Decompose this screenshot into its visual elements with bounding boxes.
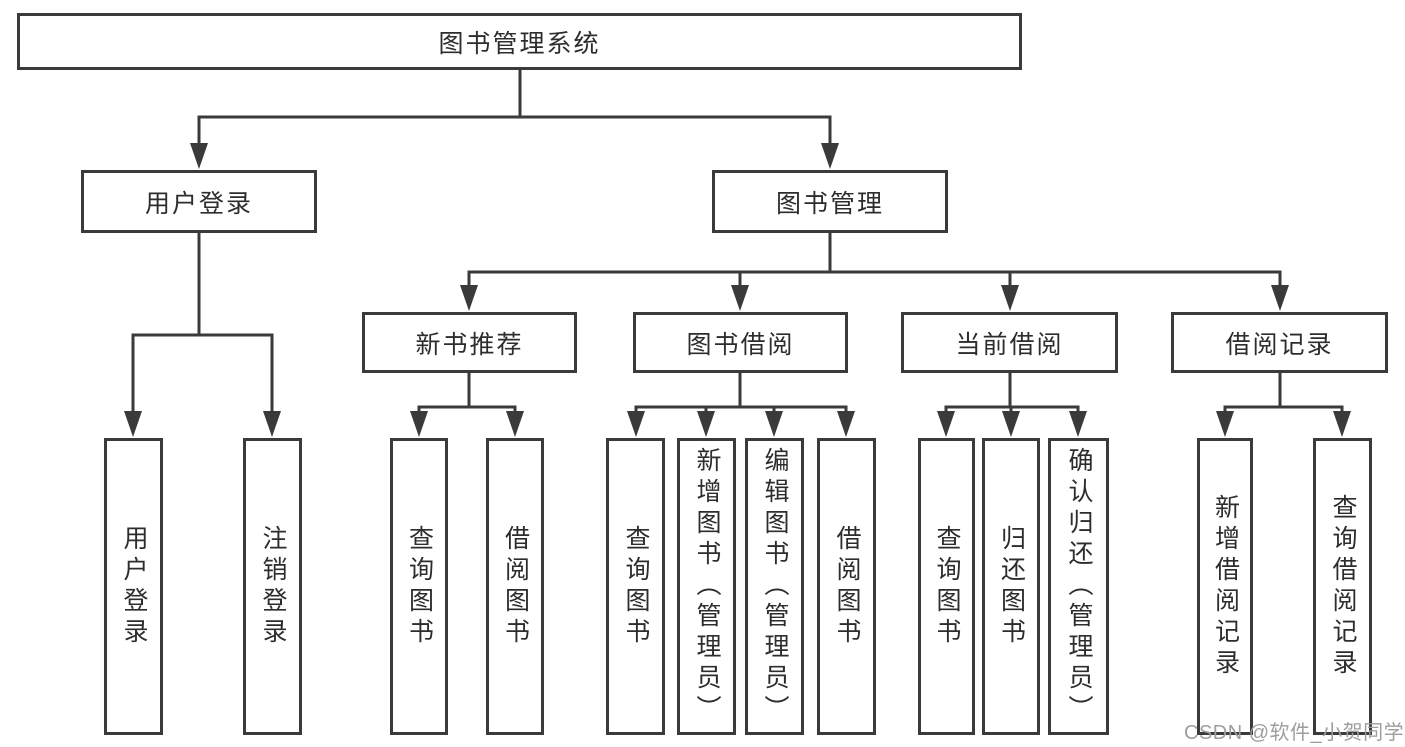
leaf-add-books-admin: 新增图书（管理员） [677,438,736,735]
node-label: 查询图书 [405,524,434,649]
node-label: 注销登录 [259,524,287,649]
leaf-edit-books-admin: 编辑图书（管理员） [745,438,804,735]
leaf-borrow-books: 借阅图书 [817,438,876,735]
leaf-borrow-books-recommend: 借阅图书 [486,438,544,735]
node-label: 借阅图书 [501,524,530,649]
node-root-library-system: 图书管理系统 [17,13,1022,70]
node-label: 查询借阅记录 [1329,493,1357,680]
node-user-login: 用户登录 [81,170,317,233]
node-label: 确认归还（管理员） [1065,447,1093,726]
node-borrow-records: 借阅记录 [1171,312,1388,373]
node-book-borrow: 图书借阅 [633,312,848,373]
connector-new-book-recommend-to-leaves [410,371,524,437]
node-label: 借阅图书 [833,524,861,649]
node-book-management: 图书管理 [712,170,948,233]
node-current-borrow: 当前借阅 [901,312,1118,373]
node-label: 查询图书 [622,524,650,649]
node-label: 用户登录 [144,189,253,218]
leaf-logout: 注销登录 [243,438,302,735]
connector-book-borrow-to-leaves [627,371,855,437]
node-label: 图书借阅 [686,330,795,359]
node-label: 编辑图书（管理员） [761,447,789,726]
node-label: 用户登录 [120,524,148,649]
connector-user-login-to-leaves [124,231,281,437]
connector-book-management-to-level2 [460,231,1289,311]
connector-root-to-level1 [190,68,839,169]
node-label: 当前借阅 [955,330,1064,359]
leaf-return-books: 归还图书 [982,438,1040,735]
node-label: 图书管理系统 [438,29,601,58]
node-label: 借阅记录 [1225,330,1334,359]
node-label: 查询图书 [933,524,961,649]
leaf-query-books-recommend: 查询图书 [390,438,448,735]
node-label: 图书管理 [775,189,884,218]
csdn-watermark: CSDN @软件_小贺同学 [1184,722,1405,744]
node-label: 新增图书（管理员） [693,447,721,726]
node-new-book-recommend: 新书推荐 [362,312,577,373]
leaf-add-borrow-record: 新增借阅记录 [1197,438,1253,735]
connector-borrow-records-to-leaves [1216,371,1351,437]
leaf-query-books-current: 查询图书 [918,438,975,735]
node-label: 新增借阅记录 [1211,493,1240,680]
leaf-confirm-return-admin: 确认归还（管理员） [1048,438,1109,735]
connector-current-borrow-to-leaves [937,371,1087,437]
leaf-query-borrow-record: 查询借阅记录 [1313,438,1372,735]
leaf-query-books-borrow: 查询图书 [606,438,665,735]
node-label: 新书推荐 [415,330,524,359]
leaf-user-login: 用户登录 [104,438,163,735]
node-label: 归还图书 [997,524,1026,649]
